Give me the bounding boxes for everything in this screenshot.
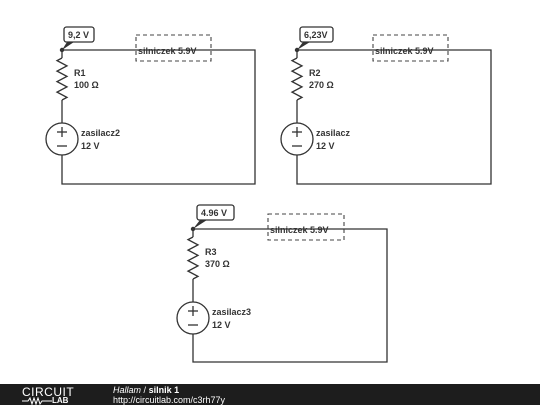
- source-name: zasilacz: [316, 128, 351, 138]
- motor-box[interactable]: [372, 34, 449, 62]
- logo-text-circuit: CIRCUIT: [22, 385, 75, 399]
- circuit-title[interactable]: silnik 1: [148, 385, 180, 395]
- voltage-probe-label: 4.96 V: [201, 208, 227, 218]
- source-name: zasilacz2: [81, 128, 120, 138]
- voltage-probe-label: 6,23V: [304, 30, 328, 40]
- resistor-value: 370 Ω: [205, 259, 230, 269]
- circuit-url[interactable]: http://circuitlab.com/c3rh77y: [113, 395, 226, 405]
- source-name: zasilacz3: [212, 307, 251, 317]
- wire-top-left: [192, 228, 268, 237]
- logo-text-lab: LAB: [52, 396, 69, 405]
- author-link[interactable]: Hallam: [113, 385, 142, 395]
- probe-pointer: [62, 42, 74, 50]
- circuit-3: silniczek 5.9V R3 370 Ω zasilacz3 12 V 4.96 V: [176, 204, 388, 363]
- voltage-source-symbol[interactable]: [45, 122, 79, 156]
- resistor-value: 100 Ω: [74, 80, 99, 90]
- motor-box[interactable]: [267, 213, 345, 241]
- voltage-probe[interactable]: [299, 26, 334, 43]
- resistor-symbol[interactable]: [186, 236, 200, 280]
- wire-loop: [296, 49, 492, 185]
- source-value: 12 V: [212, 320, 231, 330]
- probe-pointer: [297, 42, 310, 50]
- voltage-probe-label: 9,2 V: [68, 30, 89, 40]
- resistor-symbol[interactable]: [55, 57, 69, 101]
- motor-label: silniczek 5.9V: [270, 225, 329, 235]
- motor-box[interactable]: [135, 34, 212, 62]
- resistor-name: R1: [74, 68, 86, 78]
- wire-top-left: [296, 49, 373, 58]
- resistor-name: R2: [309, 68, 321, 78]
- source-value: 12 V: [316, 141, 335, 151]
- voltage-source-symbol[interactable]: [176, 301, 210, 335]
- voltage-probe[interactable]: [196, 204, 235, 221]
- resistor-value: 270 Ω: [309, 80, 334, 90]
- wire-loop: [61, 49, 256, 185]
- motor-label: silniczek 5.9V: [138, 46, 197, 56]
- circuit-1: silniczek 5.9V R1 100 Ω zasilacz2 12 V 9,2 V: [45, 26, 256, 185]
- wire-loop: [192, 228, 388, 363]
- path-separator: /: [143, 385, 147, 395]
- probe-pointer: [193, 220, 207, 229]
- resistor-name: R3: [205, 247, 217, 257]
- voltage-source-symbol[interactable]: [280, 122, 314, 156]
- waveform-icon: [22, 397, 52, 405]
- resistor-symbol[interactable]: [290, 57, 304, 101]
- circuit-info: Hallam / silnik 1 http://circuitlab.com/…: [113, 385, 225, 405]
- circuitlab-logo[interactable]: CIRCUIT LAB: [22, 385, 92, 405]
- voltage-probe[interactable]: [63, 26, 95, 43]
- circuit-2: silniczek 5.9V R2 270 Ω zasilacz 12 V 6,23V: [280, 26, 492, 185]
- footer-bar: CIRCUIT LAB Hallam / silnik 1 http://cir…: [0, 384, 540, 405]
- wire-top-left: [61, 49, 136, 58]
- source-value: 12 V: [81, 141, 100, 151]
- motor-label: silniczek 5.9V: [375, 46, 434, 56]
